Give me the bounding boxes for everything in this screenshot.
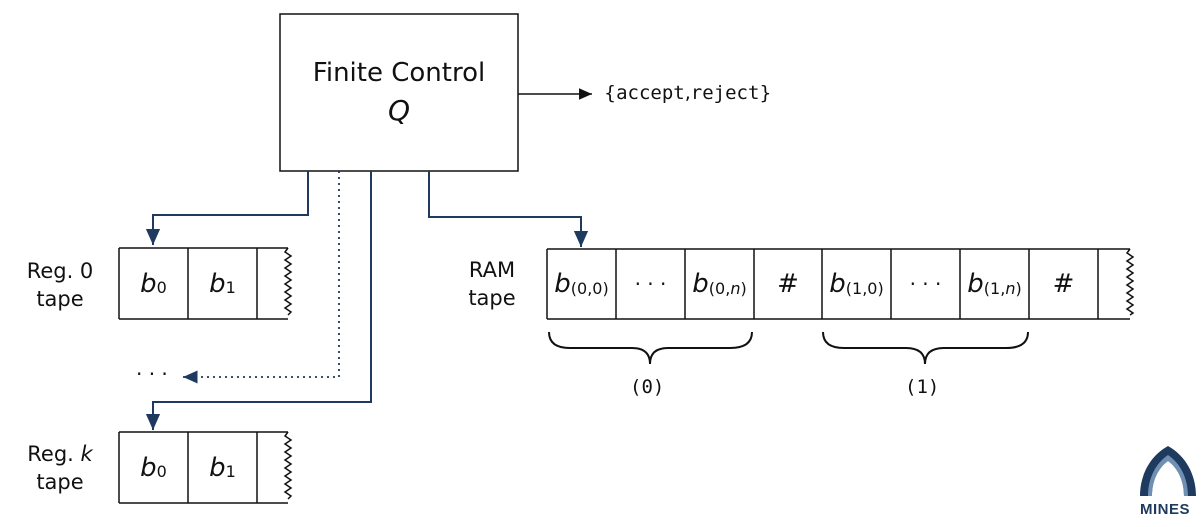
finite-control-title: Finite Control <box>312 58 486 88</box>
cell-base: b <box>967 269 984 299</box>
reg0-label: Reg. 0 tape <box>20 257 100 313</box>
cell-sub-var: n <box>730 278 741 298</box>
reg0-tape-cells <box>118 247 293 320</box>
arrow-to-regk <box>145 171 372 430</box>
output-reject: reject <box>690 82 760 104</box>
output-set: {accept,reject} <box>604 82 772 104</box>
cell-sub-var: n <box>1005 278 1016 298</box>
regk-label-prefix: Reg. <box>27 442 74 466</box>
brace-label-1: (1) <box>905 376 940 398</box>
cell-sub-prefix: (0, <box>708 278 731 298</box>
cell-base: b <box>692 269 709 299</box>
ram-cell-3: # <box>777 269 799 299</box>
brace-1 <box>822 331 1029 365</box>
finite-control-box <box>279 13 519 172</box>
brace-0 <box>548 331 753 365</box>
cell-base: b <box>140 268 157 299</box>
ram-cell-2: b(0,n) <box>685 249 754 319</box>
arrow-to-reg0 <box>145 171 309 245</box>
ram-label-line1: RAM <box>468 258 516 282</box>
ram-label: RAM tape <box>452 256 532 312</box>
cell-sub: 0 <box>156 278 167 297</box>
ram-cell-5: · · · <box>909 272 942 296</box>
brace-label-0: (0) <box>630 376 665 398</box>
output-comma: , <box>684 82 691 104</box>
reg0-label-line1: Reg. 0 <box>26 259 94 283</box>
regk-label-line1: Reg. k <box>20 440 100 468</box>
arrow-to-ram <box>428 171 589 247</box>
mines-logo-text: MINES <box>1140 501 1191 518</box>
cell-sub-suffix: ) <box>1015 278 1022 298</box>
ram-cell-0: b(0,0) <box>547 249 616 319</box>
ram-cell-4: b(1,0) <box>822 249 891 319</box>
cell-sub-suffix: ) <box>740 278 747 298</box>
mines-logo-shape <box>1140 446 1196 496</box>
output-accept: accept <box>616 82 685 104</box>
ram-cell-7: # <box>1052 269 1075 299</box>
cell-sub: 0 <box>156 462 167 481</box>
cell-sub: (1,n) <box>984 279 1022 298</box>
reg0-label-line2: tape <box>36 287 84 311</box>
regk-label-line2: tape <box>36 470 84 494</box>
output-open-brace: { <box>604 82 617 104</box>
cell-sub: (0,n) <box>709 279 747 298</box>
cell-base: b <box>140 452 157 483</box>
cell-base: b <box>829 269 846 299</box>
cell-sub: (0,0) <box>570 278 609 298</box>
ram-tape-cells <box>546 248 1135 320</box>
cell-base: b <box>209 268 226 299</box>
finite-control-state: Q <box>387 94 411 127</box>
cell-sub-prefix: (1, <box>983 278 1006 298</box>
ram-cell-6: b(1,n) <box>960 249 1029 319</box>
cell-base: b <box>554 269 571 299</box>
regk-label: Reg. k tape <box>20 440 100 496</box>
cell-sub: 1 <box>225 462 236 481</box>
output-close-brace: } <box>759 82 772 104</box>
cell-sub: 1 <box>225 278 236 297</box>
ram-cell-1: · · · <box>634 272 667 296</box>
regk-label-var: k <box>80 442 93 466</box>
cell-base: b <box>209 452 226 483</box>
ram-label-line2: tape <box>468 286 516 310</box>
dotted-arrow-to-ellipsis <box>183 171 340 384</box>
register-ellipsis: · · · <box>136 362 168 386</box>
regk-tape-cells <box>118 431 293 504</box>
cell-sub: (1,0) <box>845 278 884 298</box>
